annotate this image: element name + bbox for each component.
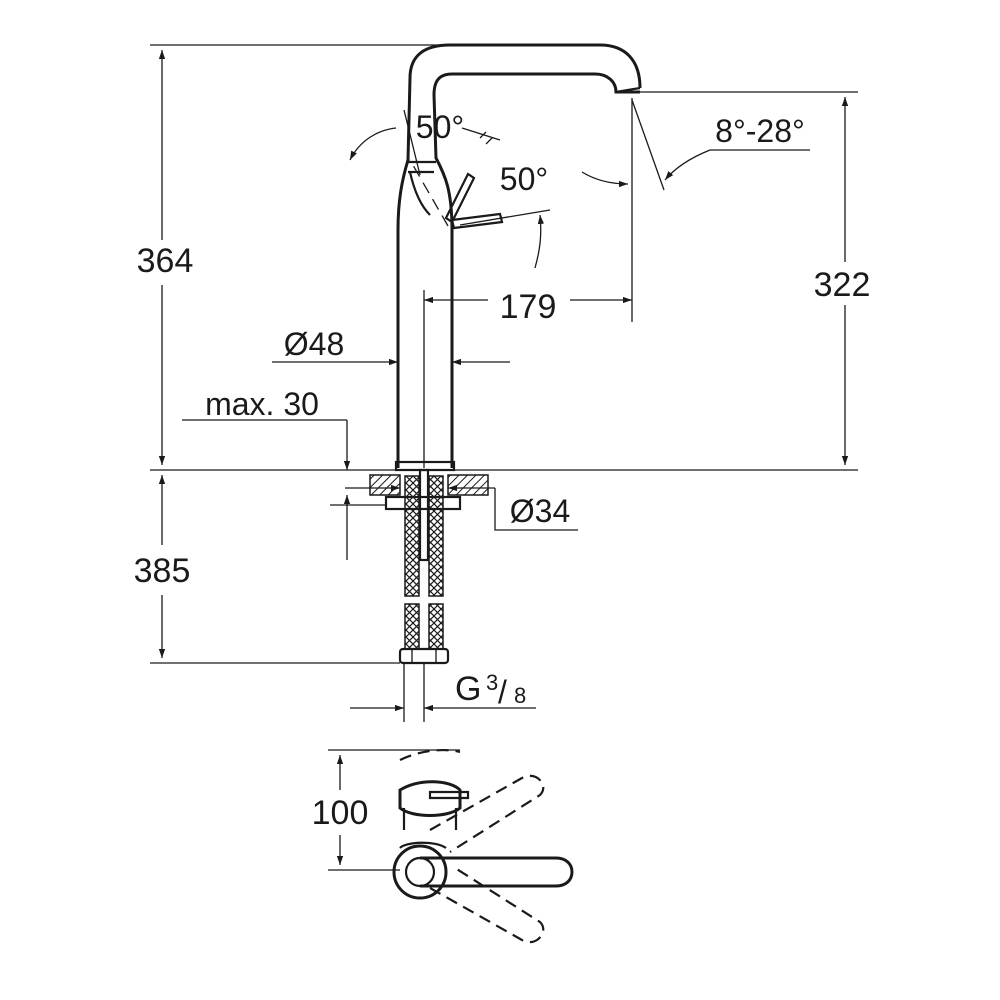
- top-view-lever-handle: [420, 856, 574, 888]
- label-hose-length: 385: [134, 552, 191, 590]
- label-lever-depth: 100: [312, 794, 369, 832]
- top-view-body-front: [399, 841, 447, 849]
- mounting-nut: [384, 495, 462, 511]
- label-projection: 179: [500, 288, 557, 326]
- countertop-section-left: [369, 474, 401, 496]
- faucet-body-right-outline: [432, 72, 640, 468]
- dimension-lines: [150, 44, 858, 871]
- threaded-stud: [418, 468, 430, 562]
- lever-swing-path: [409, 159, 449, 227]
- label-body-diameter: Ø48: [284, 326, 344, 362]
- hose-left-lower: [404, 603, 420, 650]
- base-plate: [394, 460, 456, 472]
- label-max-thickness: max. 30: [205, 386, 319, 422]
- label-lever-swing-angle: 50°: [500, 161, 548, 197]
- svg-text:3: 3: [486, 670, 498, 695]
- svg-text:G: G: [455, 670, 481, 708]
- lever-cartridge: [406, 160, 436, 216]
- top-view-lever-stub: [428, 790, 470, 800]
- top-view-lever-right-swing: [429, 865, 545, 944]
- top-view-cartridge: [398, 780, 462, 817]
- svg-text:8: 8: [514, 683, 526, 708]
- spout-tip: [615, 86, 641, 94]
- dimension-labels: 364 322 179 Ø48 max. 30 Ø34 385 G 3 / 8 …: [134, 109, 871, 832]
- label-hole-diameter: Ø34: [510, 493, 570, 529]
- top-view-dash-1: [399, 749, 461, 761]
- svg-text:/: /: [498, 674, 507, 710]
- label-total-height: 364: [137, 242, 194, 280]
- top-view-body-sides: [402, 808, 458, 830]
- label-spout-angle: 8°-28°: [715, 113, 805, 149]
- lever-handle-up: [444, 172, 476, 224]
- faucet-side-view: [370, 43, 642, 472]
- countertop-section-right: [447, 474, 489, 496]
- label-connection-thread: G 3 / 8: [455, 670, 526, 710]
- top-view-ring-inner: [404, 856, 436, 888]
- hose-right-upper: [428, 475, 444, 597]
- faucet-top-view: [392, 749, 574, 944]
- top-view-lever-left-swing: [429, 774, 545, 853]
- label-lever-tilt-angle: 50°: [416, 109, 464, 145]
- hose-right-lower: [428, 603, 444, 650]
- mounting-assembly: [369, 468, 489, 722]
- top-view-ring-outer: [392, 844, 448, 900]
- label-spout-height: 322: [814, 266, 871, 304]
- faucet-body-left-outline: [396, 43, 642, 468]
- hose-left-upper: [404, 475, 420, 597]
- hose-connection-nut: [398, 647, 450, 665]
- lever-handle-side: [450, 212, 504, 230]
